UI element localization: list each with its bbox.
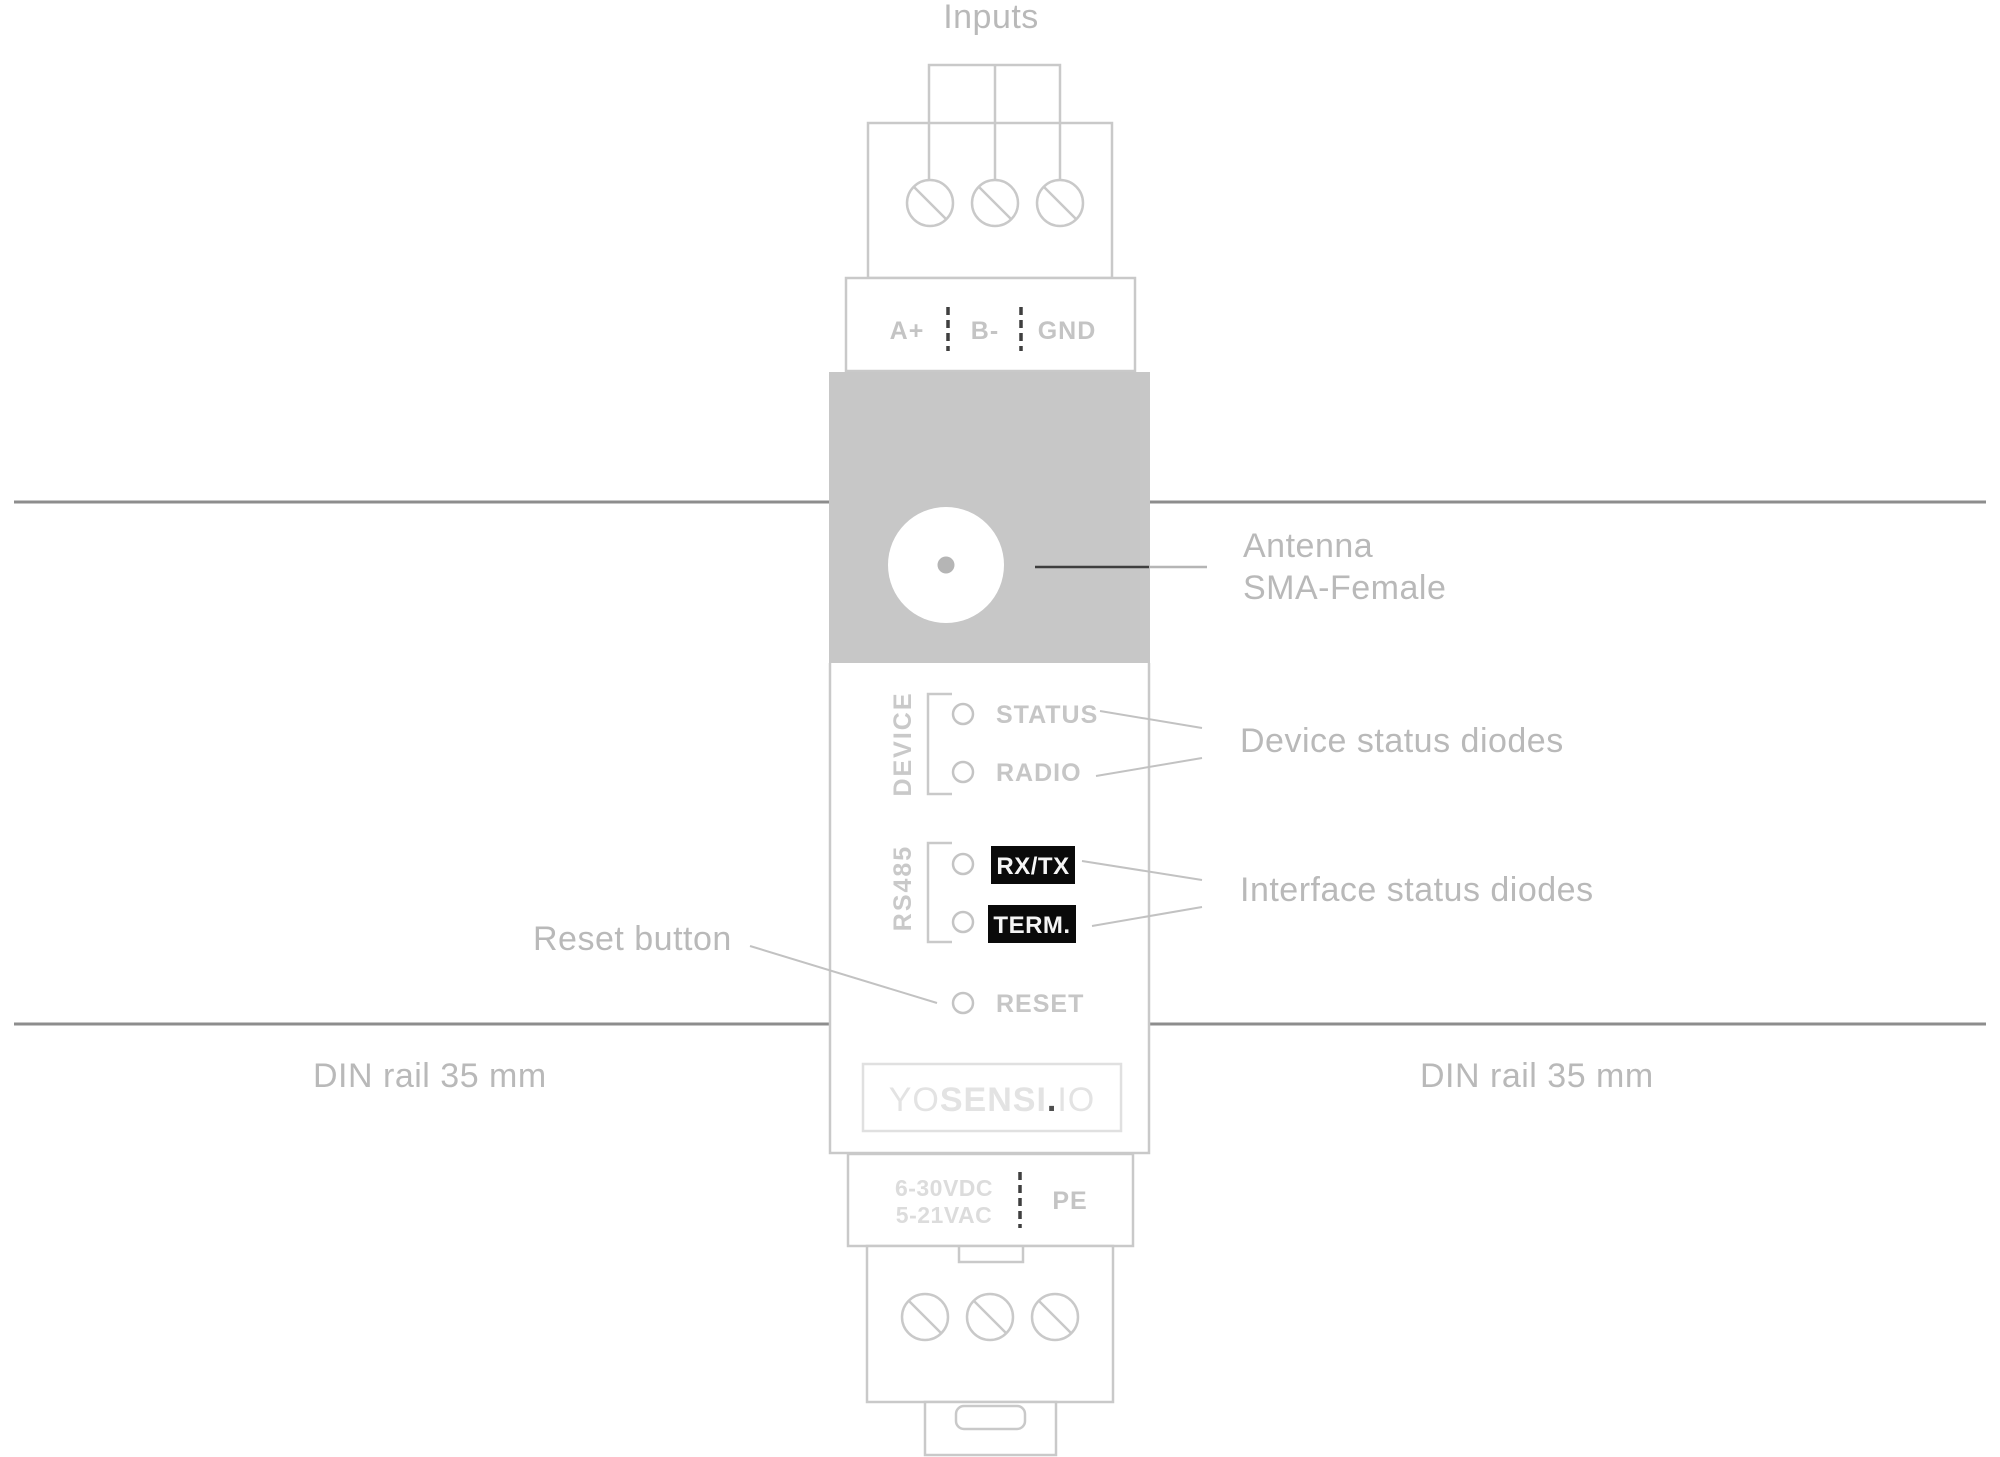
yosensi-logo: YOSENSI.IO (861, 1062, 1123, 1133)
term-badge-label: TERM. (993, 912, 1070, 939)
interface-status-annotation: Interface status diodes (1240, 871, 1594, 909)
reset-label: RESET (996, 990, 1084, 1018)
status-led-icon (951, 702, 975, 726)
pointer-line-reset (749, 945, 938, 1004)
device-section-bracket (926, 692, 952, 796)
radio-led-label: RADIO (996, 759, 1082, 787)
logo-part-io: IO (1057, 1081, 1095, 1119)
antenna-annotation-line1: Antenna (1243, 527, 1373, 565)
input-wire-entries (927, 63, 1062, 181)
inputs-annotation: Inputs (943, 0, 1039, 36)
screw-terminal-icon (1035, 178, 1085, 228)
power-block-notch (957, 1246, 1025, 1264)
power-pe-label: PE (1052, 1187, 1087, 1215)
logo-dot: . (1047, 1081, 1057, 1119)
device-status-annotation: Device status diodes (1240, 722, 1564, 760)
screw-terminal-icon (970, 178, 1020, 228)
device-section-label: DEVICE (889, 691, 917, 796)
power-label-plate (846, 1152, 1135, 1248)
term-badge (988, 905, 1076, 943)
logo-part-sensi: SENSI (940, 1081, 1047, 1119)
pointer-line-radio (1095, 757, 1203, 777)
screw-terminal-icon (1030, 1292, 1080, 1342)
din-clip (923, 1400, 1058, 1457)
reset-button-annotation: Reset button (533, 920, 732, 958)
terminal-a-label: A+ (890, 317, 925, 345)
term-led-icon (951, 910, 975, 934)
antenna-sma-connector-icon (888, 507, 1004, 623)
rxtx-badge-label: RX/TX (996, 853, 1069, 880)
din-rail-label-right: DIN rail 35 mm (1420, 1057, 1654, 1095)
screw-terminal-icon (900, 1292, 950, 1342)
pointer-line-term (1091, 906, 1203, 927)
pointer-line-status (1099, 710, 1203, 729)
rs485-section-label: RS485 (889, 845, 917, 931)
radio-led-icon (951, 760, 975, 784)
rs485-section-bracket (926, 841, 952, 944)
status-led-label: STATUS (996, 701, 1098, 729)
power-dc-label: 6-30VDC (895, 1175, 993, 1201)
din-rail-label-left: DIN rail 35 mm (313, 1057, 547, 1095)
svg-text:YOSENSI.IO: YOSENSI.IO (889, 1081, 1096, 1119)
rxtx-led-icon (951, 852, 975, 876)
power-ac-label: 5-21VAC (896, 1202, 992, 1228)
antenna-panel (829, 372, 1150, 665)
screw-terminal-icon (965, 1292, 1015, 1342)
antenna-annotation-line2: SMA-Female (1243, 569, 1446, 607)
reset-button-icon (951, 991, 975, 1015)
terminal-b-label: B- (971, 317, 999, 345)
logo-part-yo: YO (889, 1081, 940, 1119)
pointer-line-rxtx (1081, 860, 1203, 881)
rxtx-badge (991, 846, 1075, 884)
screw-terminal-icon (905, 178, 955, 228)
input-label-plate (844, 276, 1137, 373)
terminal-gnd-label: GND (1038, 317, 1097, 345)
